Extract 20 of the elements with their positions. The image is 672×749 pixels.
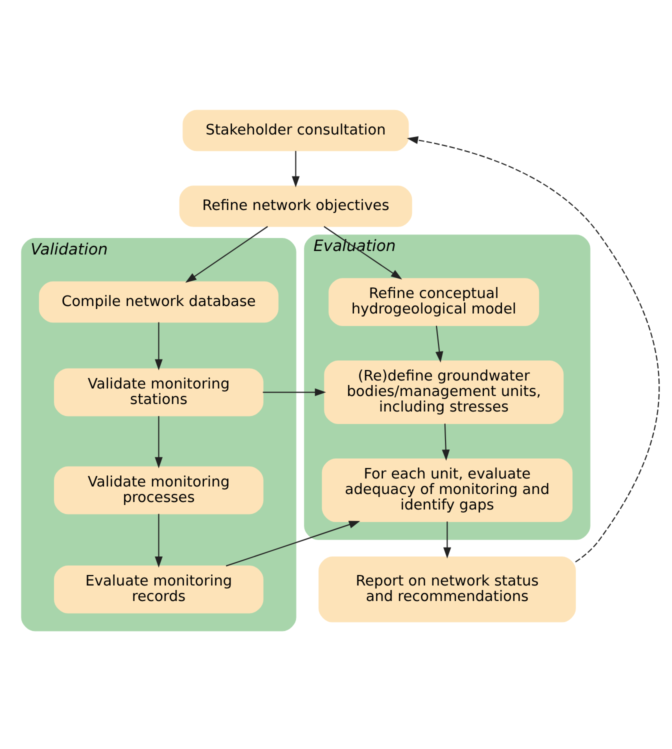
arrow [154,416,163,468]
arrow [442,423,450,460]
arrow [443,521,452,558]
arrow [262,388,326,396]
node-box: Refine network objectives [179,185,412,226]
arrow [406,136,660,562]
node-box: (Re)define groundwater bodies/management units, including stresses [324,360,564,424]
arrow [154,513,163,568]
node-box: Validate monitoring processes [54,466,264,514]
arrow [292,150,300,187]
arrow [154,322,163,370]
node-box: Report on network status and recommendations [318,556,576,622]
arrow [226,520,360,566]
node-box: Stakeholder consultation [182,109,409,151]
arrow [435,325,444,362]
node-box: Evaluate monitoring records [54,564,264,613]
node-box: Refine conceptual hydrogeological model [328,278,540,326]
node-box: Validate monitoring stations [54,368,264,416]
node-box: For each unit, evaluate adequacy of monitoring and identify gaps [322,458,573,522]
node-box: Compile network database [38,280,278,322]
